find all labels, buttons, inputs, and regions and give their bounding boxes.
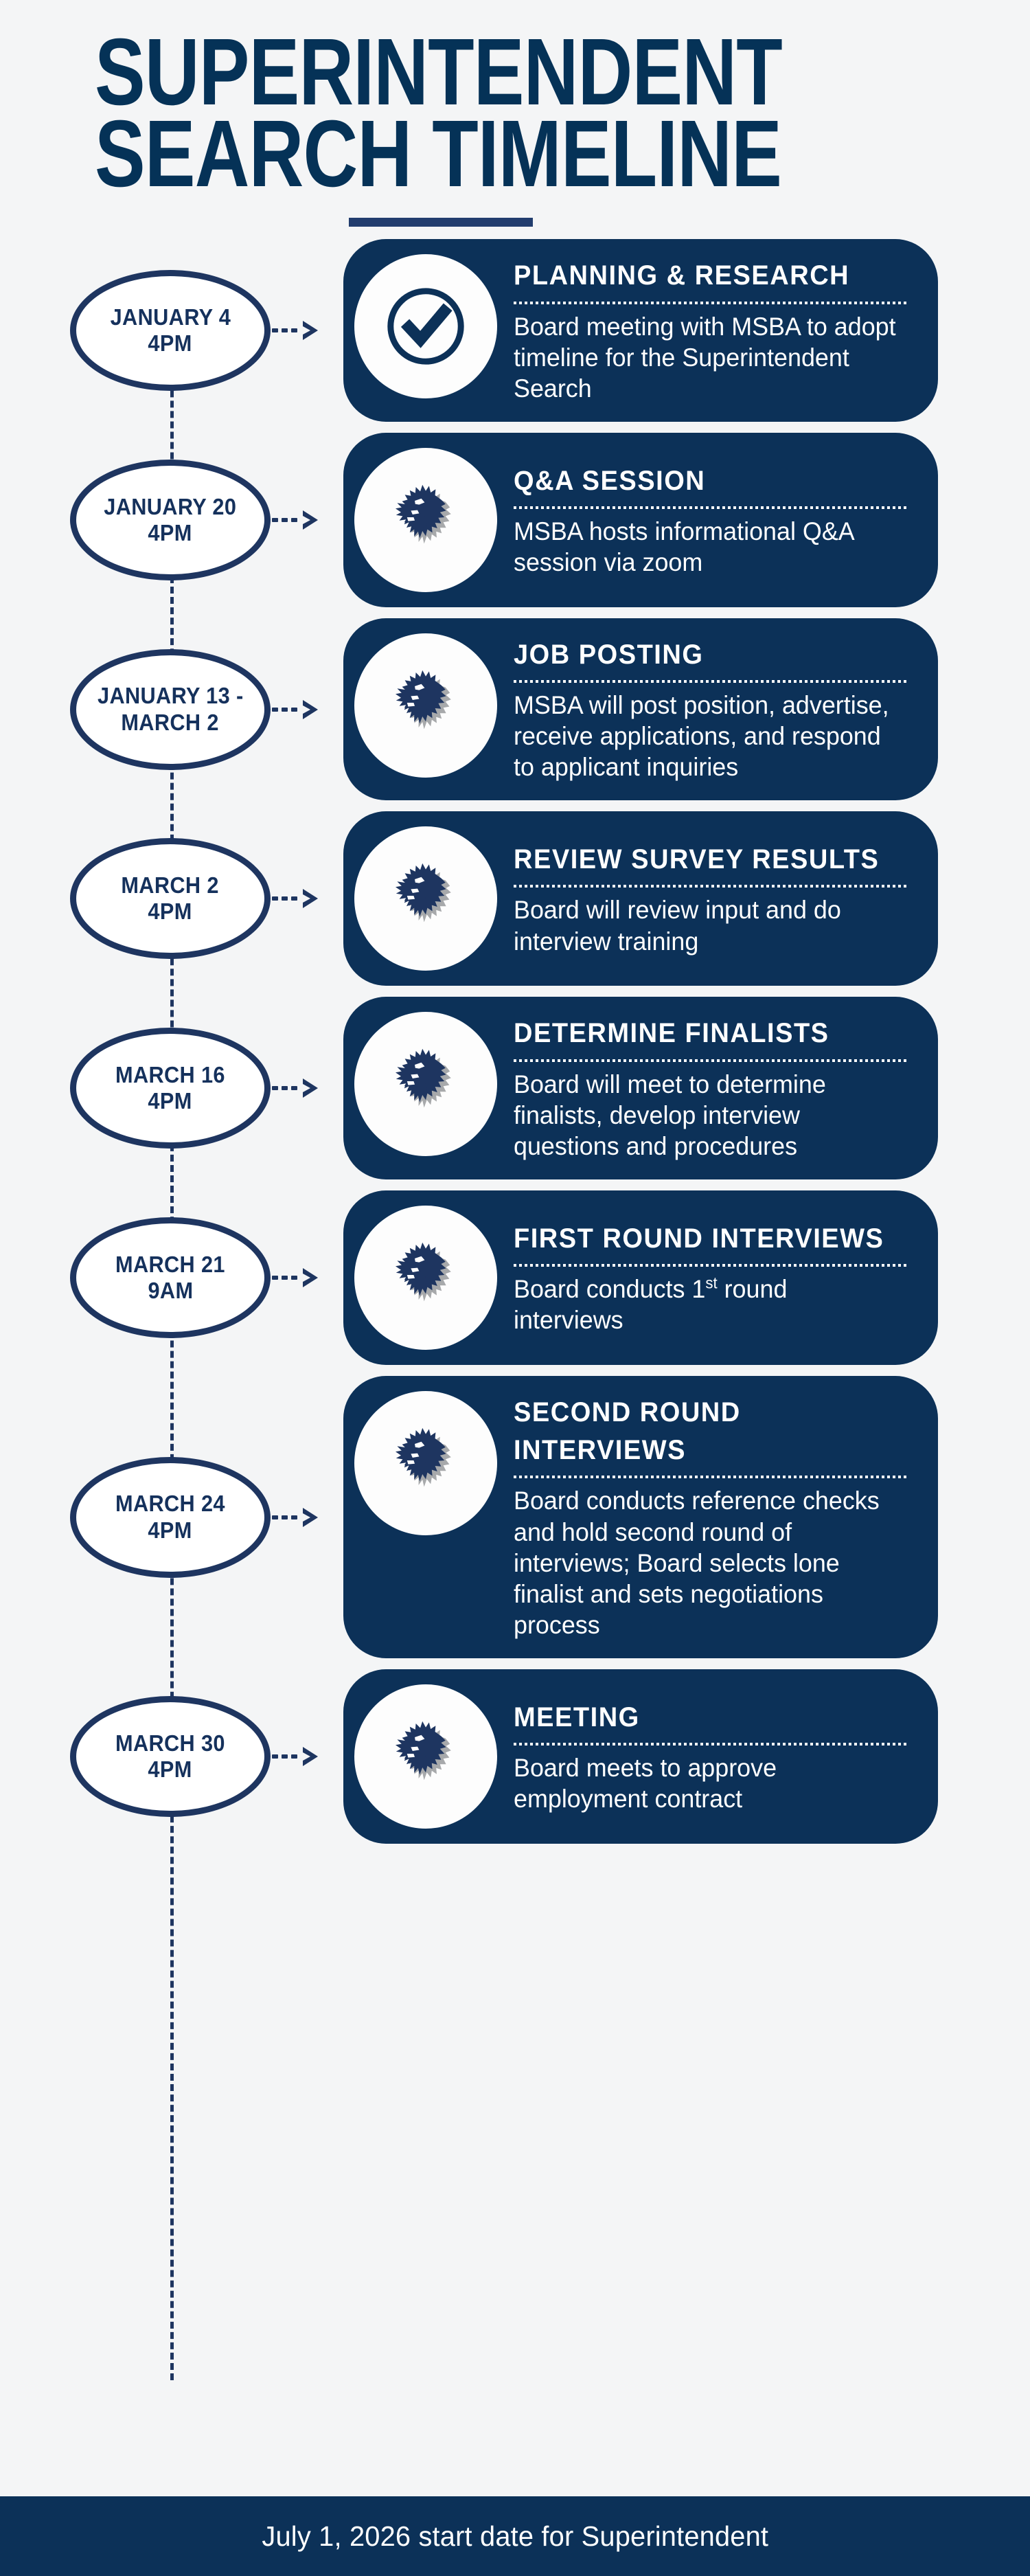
timeline-card-body: MEETING Board meets to approve employment… xyxy=(497,1699,915,1814)
timeline-card-title: PLANNING & RESEARCH xyxy=(514,260,850,291)
timeline-card-title: REVIEW SURVEY RESULTS xyxy=(514,844,880,875)
timeline-card-title: FIRST ROUND INTERVIEWS xyxy=(514,1223,884,1254)
timeline-card-description: Board conducts reference checks and hold… xyxy=(514,1487,880,1639)
timeline-card-description: Board will meet to determine finalists, … xyxy=(514,1070,826,1160)
timeline-date-line-1: MARCH 21 xyxy=(115,1251,225,1277)
dotted-arrow-icon xyxy=(271,696,346,723)
timeline-card-description: Board will review input and do interview… xyxy=(514,896,841,956)
timeline-card-description: MSBA will post position, advertise, rece… xyxy=(514,691,889,782)
timeline-date-bubble[interactable]: JANUARY 13 -MARCH 2 xyxy=(70,648,271,770)
timeline-card[interactable]: PLANNING & RESEARCH Board meeting with MS… xyxy=(343,239,938,422)
footer-bar: July 1, 2026 start date for Superintende… xyxy=(0,2496,1030,2576)
timeline-date-line-2: 4PM xyxy=(148,519,193,545)
timeline-card[interactable]: FIRST ROUND INTERVIEWS Board conducts 1st… xyxy=(343,1190,938,1366)
timeline-card-body: SECOND ROUND INTERVIEWS Board conducts re… xyxy=(497,1394,915,1640)
wolf-head-logo-icon xyxy=(354,1684,497,1829)
timeline-date-line-2: 4PM xyxy=(148,1756,193,1783)
wolf-head-logo-icon xyxy=(354,826,497,971)
dotted-arrow-icon xyxy=(271,885,346,912)
timeline-card-body: FIRST ROUND INTERVIEWS Board conducts 1st… xyxy=(497,1220,915,1335)
wolf-head-logo-icon xyxy=(354,1206,497,1351)
timeline-card-body: DETERMINE FINALISTS Board will meet to de… xyxy=(497,1015,915,1162)
timeline-date-line-1: MARCH 16 xyxy=(115,1061,225,1087)
timeline-card-title: SECOND ROUND INTERVIEWS xyxy=(514,1397,741,1466)
timeline-card[interactable]: Q&A SESSION MSBA hosts informational Q&A … xyxy=(343,432,938,607)
timeline-card[interactable]: REVIEW SURVEY RESULTS Board will review i… xyxy=(343,811,938,986)
card-dotted-divider xyxy=(514,1264,908,1267)
timeline-date-line-2: 4PM xyxy=(148,1088,193,1114)
timeline-date-line-1: MARCH 30 xyxy=(115,1730,225,1756)
timeline-card-title: Q&A SESSION xyxy=(514,465,706,496)
page-title: SUPERINTENDENT SEARCH TIMELINE xyxy=(0,0,1030,227)
timeline-card-title: MEETING xyxy=(514,1702,640,1732)
timeline-card-body: REVIEW SURVEY RESULTS Board will review i… xyxy=(497,841,915,956)
card-dotted-divider xyxy=(514,1743,908,1745)
timeline-card[interactable]: MEETING Board meets to approve employment… xyxy=(343,1669,938,1844)
timeline-card-description: MSBA hosts informational Q&A session via… xyxy=(514,517,854,576)
card-dotted-divider xyxy=(514,1476,908,1479)
timeline-date-line-1: MARCH 24 xyxy=(115,1491,225,1517)
timeline-date-line-1: JANUARY 13 - xyxy=(97,683,244,709)
timeline-date-line-2: 4PM xyxy=(148,899,193,925)
timeline-card-description: Board meeting with MSBA to adopt timelin… xyxy=(514,312,896,403)
timeline-card-description: Board conducts 1st round interviews xyxy=(514,1274,788,1335)
card-dotted-divider xyxy=(514,506,908,509)
timeline-card[interactable]: DETERMINE FINALISTS Board will meet to de… xyxy=(343,997,938,1180)
card-dotted-divider xyxy=(514,680,908,683)
dotted-arrow-icon xyxy=(271,1074,346,1102)
timeline-row: JANUARY 13 -MARCH 2 JOB POSTING MSBA will… xyxy=(0,618,1030,801)
title-line-1: SUPERINTENDENT xyxy=(95,19,783,125)
title-accent-rule xyxy=(349,218,533,227)
timeline-card[interactable]: JOB POSTING MSBA will post position, adve… xyxy=(343,618,938,801)
timeline-date-line-2: MARCH 2 xyxy=(121,709,220,735)
timeline-date-line-1: JANUARY 20 xyxy=(104,493,237,519)
card-dotted-divider xyxy=(514,885,908,888)
dotted-arrow-icon xyxy=(271,506,346,534)
dotted-arrow-icon xyxy=(271,1264,346,1291)
dotted-arrow-icon xyxy=(271,1504,346,1531)
timeline-card-body: PLANNING & RESEARCH Board meeting with MS… xyxy=(497,257,915,404)
card-dotted-divider xyxy=(514,1059,908,1062)
timeline-date-line-2: 9AM xyxy=(148,1278,193,1304)
timeline-card-title: DETERMINE FINALISTS xyxy=(514,1018,829,1049)
wolf-head-logo-icon xyxy=(354,447,497,592)
timeline-card-body: Q&A SESSION MSBA hosts informational Q&A … xyxy=(497,462,915,578)
dotted-arrow-icon xyxy=(271,317,346,344)
wolf-head-logo-icon xyxy=(354,1012,497,1157)
timeline-date-line-1: MARCH 2 xyxy=(121,872,220,899)
title-line-2: SEARCH TIMELINE xyxy=(95,100,782,207)
check-circle-icon xyxy=(354,254,497,399)
footer-text: July 1, 2026 start date for Superintende… xyxy=(262,2520,768,2552)
timeline-date-line-2: 4PM xyxy=(148,1517,193,1543)
wolf-head-logo-icon xyxy=(354,633,497,778)
timeline-card-body: JOB POSTING MSBA will post position, adve… xyxy=(497,636,915,783)
card-dotted-divider xyxy=(514,301,908,304)
timeline-date-line-2: 4PM xyxy=(148,330,193,357)
timeline-date-line-1: JANUARY 4 xyxy=(110,304,231,330)
timeline-card-title: JOB POSTING xyxy=(514,639,704,670)
dotted-arrow-icon xyxy=(271,1743,346,1770)
wolf-head-logo-icon xyxy=(354,1391,497,1536)
timeline-card-description: Board meets to approve employment contra… xyxy=(514,1754,777,1814)
timeline-card[interactable]: SECOND ROUND INTERVIEWS Board conducts re… xyxy=(343,1376,938,1659)
